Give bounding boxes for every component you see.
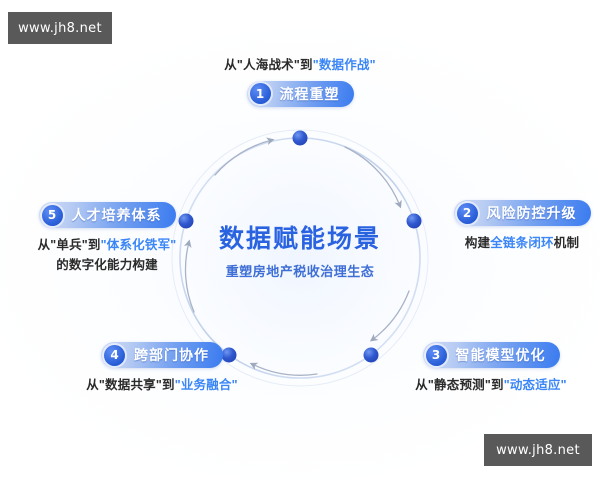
node-3-label: 智能模型优化 [455,347,546,363]
node-2-caption: 构建全链条闭环机制 [444,234,600,253]
node-4-caption-highlight: "业务融合" [174,378,238,392]
watermark-top: www.jh8.net [8,12,112,44]
node-2-caption-prefix: 构建 [464,236,491,250]
node-2-badge[interactable]: 2 风险防控升级 [453,200,591,226]
node-3-caption-prefix: 从"静态预测"到 [415,378,504,392]
center-title: 数据赋能场景 [218,225,381,253]
node-3-caption: 从"静态预测"到"动态适应" [388,376,594,395]
node-5-caption-prefix: 从"单兵"到 [37,238,101,252]
flow-arrow-1-to-2 [344,146,402,209]
flow-arrow-4-to-5 [183,239,195,313]
node-5-caption: 从"单兵"到"体系化铁军" [14,236,200,255]
node-dot-3 [363,347,379,363]
node-dot-1 [292,130,308,146]
node-1-caption: 从"人海战术"到"数据作战" [190,56,410,75]
node-5-caption-line2: 的数字化能力构建 [56,257,158,272]
node-5-number: 5 [41,204,63,226]
flow-arrow-5-to-1 [214,137,275,176]
node-dot-2 [406,213,422,229]
node-3[interactable]: 3 智能模型优化 从"静态预测"到"动态适应" [388,342,594,395]
node-3-badge[interactable]: 3 智能模型优化 [422,342,560,368]
flow-arrow-3-to-4 [249,362,318,376]
node-4-label: 跨部门协作 [134,347,209,363]
node-4-caption: 从"数据共享"到"业务融合" [62,376,262,395]
node-5-label: 人才培养体系 [71,207,162,223]
node-2-label: 风险防控升级 [486,205,577,221]
center-text-block: 数据赋能场景 重塑房地产税收治理生态 [170,225,430,280]
node-1-caption-highlight: "数据作战" [312,58,376,72]
node-5[interactable]: 5 人才培养体系 从"单兵"到"体系化铁军" 的数字化能力构建 [14,202,200,275]
node-4[interactable]: 4 跨部门协作 从"数据共享"到"业务融合" [62,342,262,395]
flow-arrow-2-to-3 [369,290,410,342]
node-3-number: 3 [425,344,447,366]
node-1-caption-prefix: 从"人海战术"到 [224,58,313,72]
node-2-caption-highlight: 全链条闭环 [490,236,554,250]
node-4-caption-prefix: 从"数据共享"到 [86,378,175,392]
node-4-badge[interactable]: 4 跨部门协作 [101,342,223,368]
node-4-number: 4 [104,344,125,366]
node-5-caption-highlight: "体系化铁军" [100,238,177,252]
ring-glow [150,108,450,408]
ring-circle-outer [171,129,429,387]
node-1-label: 流程重塑 [279,85,340,102]
flow-arrows [183,137,410,376]
node-1-number: 1 [249,83,271,105]
node-2-number: 2 [456,202,478,224]
watermark-bottom: www.jh8.net [484,434,592,466]
node-3-caption-highlight: "动态适应" [503,378,567,392]
node-5-badge[interactable]: 5 人才培养体系 [38,202,176,228]
node-2-caption-suffix: 机制 [553,236,580,250]
node-2[interactable]: 2 风险防控升级 构建全链条闭环机制 [444,200,600,253]
node-dot-4 [221,347,237,363]
center-subtitle: 重塑房地产税收治理生态 [225,263,375,279]
node-1[interactable]: 从"人海战术"到"数据作战" 1 流程重塑 [190,56,410,107]
node-dot-5 [178,213,194,229]
node-1-badge[interactable]: 1 流程重塑 [246,80,354,107]
